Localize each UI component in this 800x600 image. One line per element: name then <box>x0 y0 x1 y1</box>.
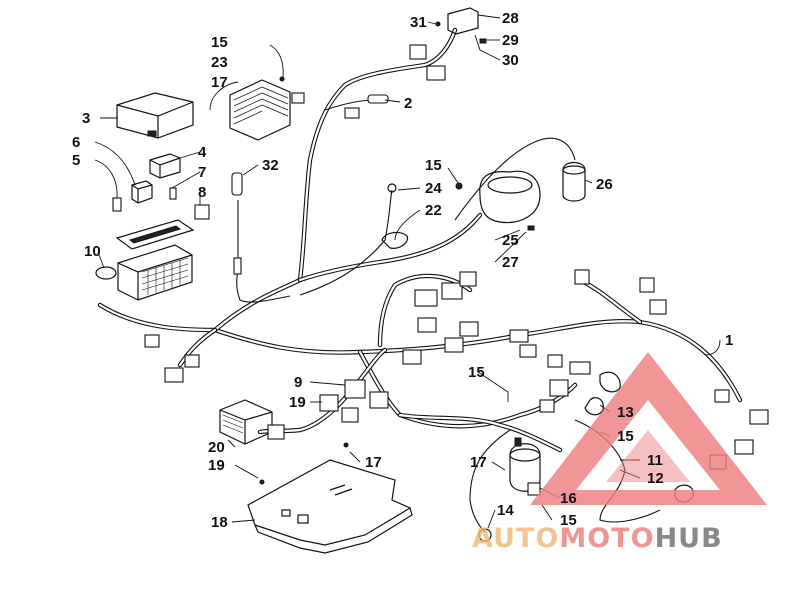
callout-17-solenoid: 17 <box>470 454 487 471</box>
cdi-module <box>219 399 285 445</box>
callout-31: 31 <box>410 14 427 31</box>
svg-text:AUTOMOTOHUB: AUTOMOTOHUB <box>472 523 723 554</box>
thin-wires <box>236 99 661 533</box>
misc-connectors-left <box>144 334 200 383</box>
callout-20: 20 <box>208 439 225 456</box>
callout-15-center: 15 <box>468 364 485 381</box>
callout-15-right: 15 <box>617 428 634 445</box>
relay-pair-9 <box>319 379 389 423</box>
callout-15-coil: 15 <box>425 157 442 174</box>
callout-8: 8 <box>198 184 206 201</box>
fuse-block <box>95 244 193 301</box>
callout-14: 14 <box>497 502 514 519</box>
leader-lines <box>94 14 721 529</box>
callout-1: 1 <box>725 332 733 349</box>
callout-26: 26 <box>596 176 613 193</box>
callout-32: 32 <box>262 157 279 174</box>
callout-9: 9 <box>294 374 302 391</box>
callout-25: 25 <box>502 232 519 249</box>
watermark-hub-text: HUB <box>655 523 723 554</box>
callout-23: 23 <box>211 54 228 71</box>
callout-15-bottom: 15 <box>560 512 577 529</box>
callout-11: 11 <box>647 452 663 469</box>
callout-2: 2 <box>404 95 412 112</box>
callout-15-top: 15 <box>211 34 228 51</box>
connector-cluster-center <box>402 271 479 365</box>
callout-29: 29 <box>502 32 519 49</box>
watermark-auto-text: AUTO <box>472 523 559 554</box>
callout-10: 10 <box>84 243 101 260</box>
callout-labels: 1 2 3 4 5 6 7 8 9 10 11 12 13 14 15 15 1… <box>72 10 733 531</box>
callout-13: 13 <box>617 404 634 421</box>
fuse-relay-set <box>112 180 177 212</box>
starter-solenoid <box>478 371 694 542</box>
callout-4: 4 <box>198 144 207 161</box>
callout-6: 6 <box>72 134 80 151</box>
callout-7: 7 <box>198 164 206 181</box>
watermark-triangle-icon <box>530 352 767 505</box>
sensor-32 <box>231 172 243 275</box>
callout-17-plate: 17 <box>365 454 382 471</box>
voltage-regulator <box>229 76 305 141</box>
callout-30: 30 <box>502 52 519 69</box>
callout-16: 16 <box>560 490 577 507</box>
watermark-moto-text: MOTO <box>559 523 654 554</box>
mounting-plate <box>247 442 413 554</box>
inline-connector-2 <box>344 94 389 119</box>
callout-28: 28 <box>502 10 519 27</box>
ignition-coil-assembly <box>455 161 586 231</box>
callout-27: 27 <box>502 254 519 271</box>
callout-19-plate: 19 <box>208 457 225 474</box>
callout-22: 22 <box>425 202 442 219</box>
fuse-box-cover <box>116 92 194 139</box>
callout-18: 18 <box>211 514 228 531</box>
callout-24: 24 <box>425 180 442 197</box>
fuse-panel-board <box>115 204 210 250</box>
callout-12: 12 <box>647 470 664 487</box>
relay-block <box>149 153 181 179</box>
top-relay-28 <box>409 7 487 81</box>
callout-3: 3 <box>82 110 90 127</box>
ground-terminal-24 <box>381 183 409 249</box>
autmotohub-watermark: AUTOMOTOHUB <box>472 352 767 554</box>
callout-19-relay: 19 <box>289 394 306 411</box>
callout-17-regulator: 17 <box>211 74 228 91</box>
connector-cluster-right <box>509 269 769 470</box>
callout-5: 5 <box>72 152 80 169</box>
